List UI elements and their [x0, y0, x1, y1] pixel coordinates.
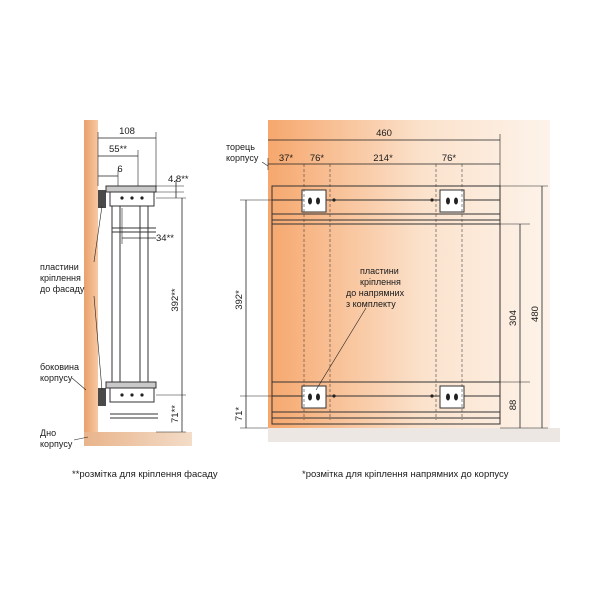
bottom-facade-plate: [98, 388, 106, 406]
label-guide-plates: пластини кріплення до напрямних з компле…: [346, 266, 407, 309]
label-bottom-panel: Дно корпусу: [40, 428, 73, 449]
top-facade-plate: [98, 190, 106, 208]
side-view: 108 55** 6 4.8** 34** 392** 71** пластин…: [40, 120, 192, 449]
top-left-plate: [301, 189, 327, 213]
right-upright: [139, 205, 149, 383]
dim-inner-height: 304: [508, 310, 519, 326]
dim-center: 214*: [373, 153, 393, 164]
dim-small-offset: 6: [117, 164, 122, 175]
left-upright: [111, 205, 121, 383]
bottom-right-plate: [439, 385, 465, 409]
bottom-left-plate: [301, 385, 327, 409]
hole: [120, 196, 124, 200]
label-cabinet-edge: торець корпусу: [226, 142, 259, 163]
hole: [140, 196, 144, 200]
footnote-facade: **розмітка для кріплення фасаду: [72, 469, 218, 480]
top-frame: [271, 185, 501, 225]
front-bottom-panel: [268, 428, 560, 442]
bottom-rail: [105, 381, 157, 389]
dim-outer-height: 480: [530, 306, 541, 322]
dim-lower: 88: [508, 400, 519, 411]
bottom-frame: [271, 381, 501, 425]
dim-front-bottom: 71*: [234, 407, 245, 422]
hole: [140, 393, 144, 397]
dim-left: 37*: [279, 153, 294, 164]
cabinet-back: [268, 120, 550, 428]
label-side-panel: боковина корпусу: [40, 362, 82, 383]
dim-height: 392**: [170, 288, 181, 312]
hole: [130, 393, 134, 397]
footnote-guides: *розмітка для кріплення напрямних до кор…: [302, 469, 509, 480]
dim-facade-offset: 55**: [109, 144, 127, 155]
hole: [130, 196, 134, 200]
dim-front-height: 392*: [234, 290, 245, 310]
dim-depth: 108: [119, 126, 135, 137]
front-view: 460 37* 76* 214* 76* торець корпусу 392*…: [226, 120, 560, 442]
bottom-panel-board: [84, 432, 192, 446]
label-facade-plates: пластини кріплення до фасаду: [40, 262, 85, 294]
dim-width: 460: [376, 128, 392, 139]
side-panel-board: [84, 120, 98, 432]
top-rail: [105, 185, 157, 193]
dim-gap: 4.8**: [168, 174, 189, 185]
dim-bottom: 71**: [170, 405, 181, 423]
top-right-plate: [439, 189, 465, 213]
dim-seg1: 76*: [310, 153, 325, 164]
hole: [120, 393, 124, 397]
dim-inner: 34**: [156, 233, 174, 244]
dim-seg2: 76*: [442, 153, 457, 164]
